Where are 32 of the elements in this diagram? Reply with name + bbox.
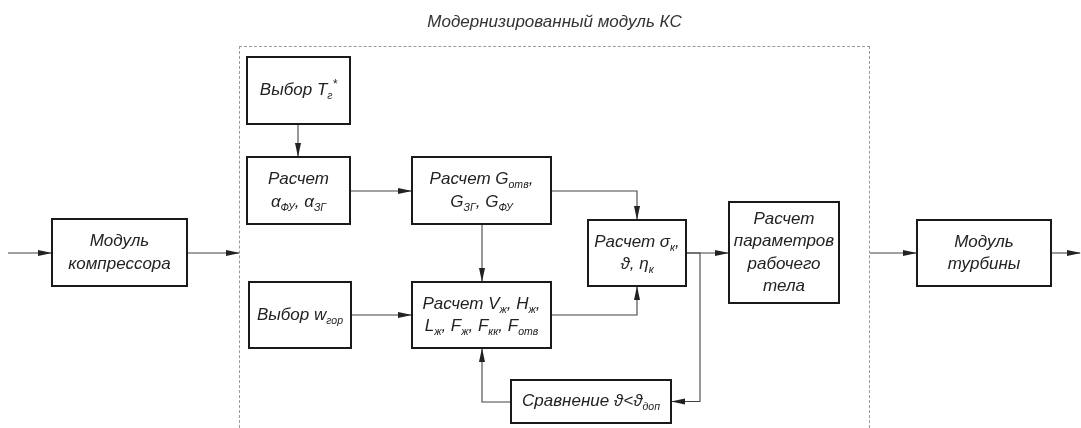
arrow: [479, 348, 511, 403]
arrow: [350, 188, 412, 194]
arrow: [351, 312, 412, 318]
process-box: [51, 218, 188, 287]
group-title: Модернизированный модуль КС: [426, 12, 683, 32]
box-label: Расчет V$_{ж}$, H$_{ж}$, L$_{ж}$, F$_{ж}$, F$_{кк}$, F$_{отв}$: [421, 292, 542, 338]
arrow: [7, 250, 52, 256]
process-box: [510, 379, 672, 424]
process-box: [248, 281, 352, 349]
box-label: Расчет G$_{отв}$, G$_{ЗГ}$, G$_{ФУ}$: [428, 168, 535, 213]
process-box: [916, 219, 1052, 287]
arrow: [551, 190, 640, 220]
box-label: Расчет σ$_{к}$, ϑ, η$_{к}$: [593, 230, 681, 276]
arrow: [187, 250, 240, 256]
box-label: Модуль компрессора: [67, 230, 172, 275]
arrow: [551, 286, 640, 316]
arrow: [671, 252, 701, 405]
process-box: [587, 219, 687, 287]
box-label: Расчет параметров рабочего тела: [733, 208, 835, 297]
box-label: Сравнение ϑ<ϑ$_{доп}$: [522, 390, 660, 413]
box-label: Модуль турбины: [946, 230, 1022, 275]
arrow: [295, 124, 301, 157]
arrow: [1051, 250, 1081, 256]
process-box: [246, 156, 351, 225]
process-box: [411, 281, 552, 349]
process-box: [246, 56, 351, 125]
arrow: [479, 224, 485, 282]
process-box: [411, 156, 552, 225]
arrow: [869, 250, 917, 256]
box-label: Расчет α$_{ФУ}$, α$_{ЗГ}$: [267, 168, 330, 213]
process-box: [728, 201, 840, 304]
box-label: Выбор w$_{гор}$: [256, 303, 344, 327]
